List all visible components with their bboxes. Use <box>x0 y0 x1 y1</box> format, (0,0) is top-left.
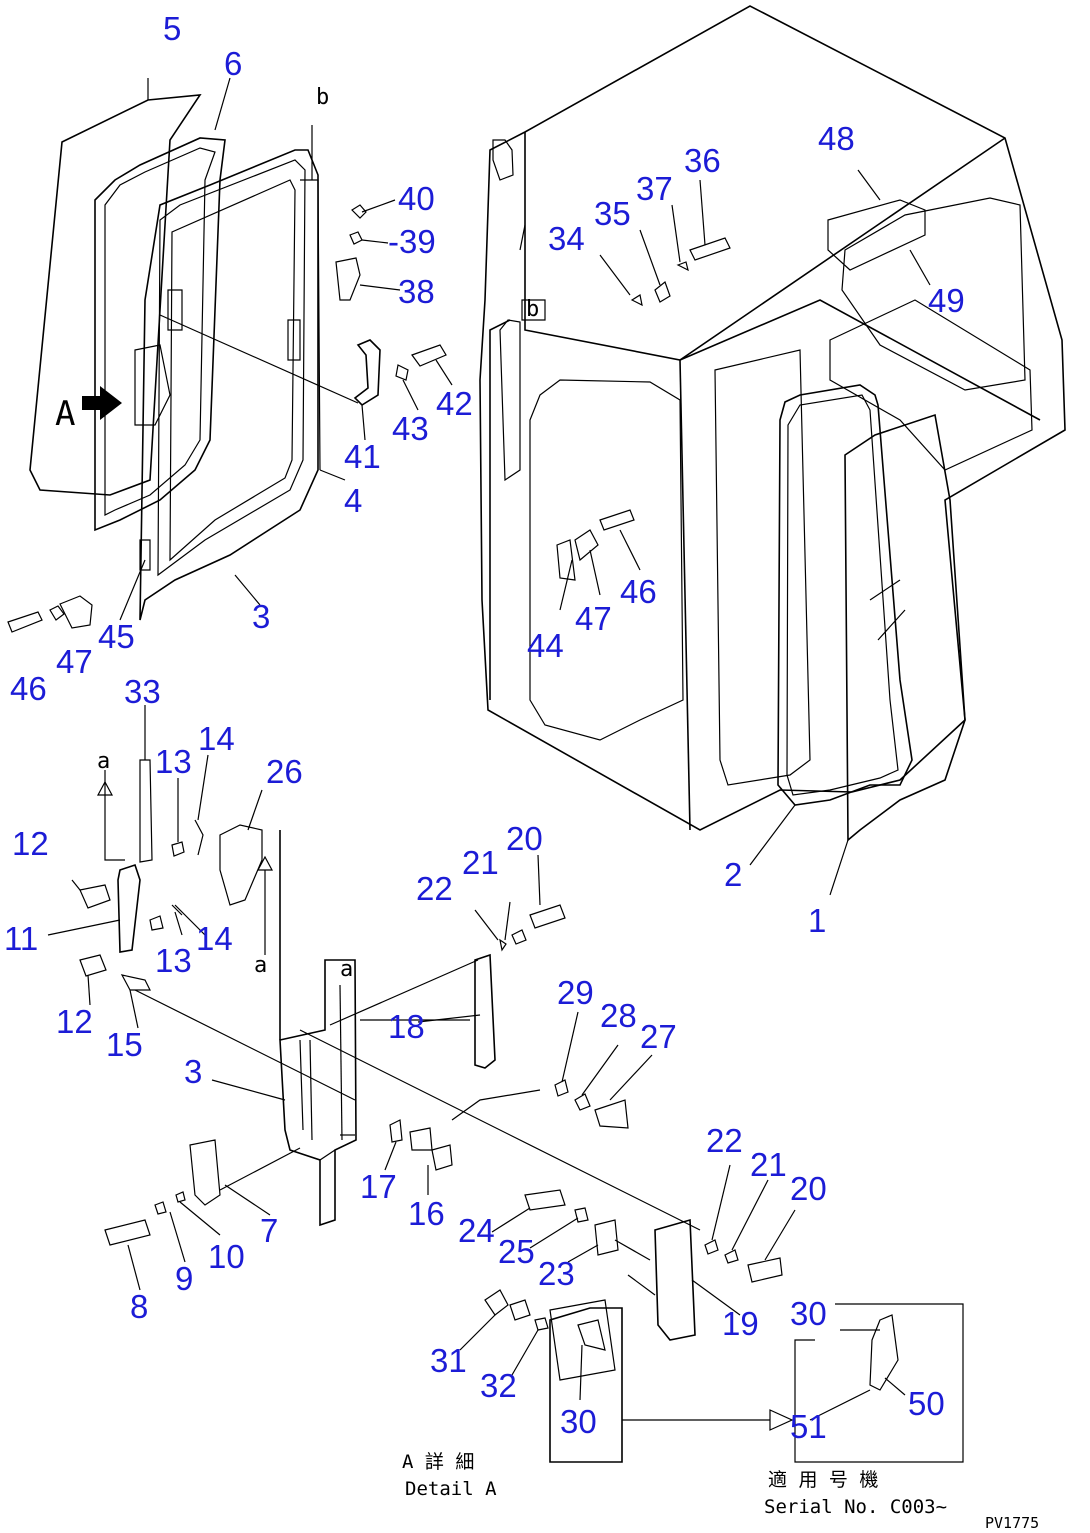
label-27: 27 <box>640 1018 677 1055</box>
label-25: 25 <box>498 1233 535 1270</box>
label-13-bottom: 13 <box>155 942 192 979</box>
part-number-labels: 5 6 40 -39 38 41 43 42 4 3 45 47 46 34 3… <box>4 10 965 1445</box>
label-41: 41 <box>344 438 381 475</box>
label-46-left: 46 <box>10 670 47 707</box>
label-7: 7 <box>260 1212 278 1249</box>
drawing-id: PV1775 <box>985 1514 1039 1532</box>
label-31: 31 <box>430 1342 467 1379</box>
label-12-top: 12 <box>12 825 49 862</box>
label-17: 17 <box>360 1168 397 1205</box>
label-34: 34 <box>548 220 585 257</box>
label-22-top: 22 <box>416 870 453 907</box>
label-22-bottom: 22 <box>706 1122 743 1159</box>
label-42: 42 <box>436 385 473 422</box>
label-24: 24 <box>458 1212 495 1249</box>
ref-a-left: a <box>254 953 267 978</box>
door-assembly <box>29 94 321 621</box>
label-3-detail: 3 <box>184 1053 202 1090</box>
label-32: 32 <box>480 1367 517 1404</box>
label-51: 51 <box>790 1408 827 1445</box>
label-9: 9 <box>175 1260 193 1297</box>
serial-box <box>794 1303 964 1463</box>
label-44: 44 <box>527 627 564 664</box>
label-5: 5 <box>163 10 181 47</box>
serial-caption-jp: 適 用 号 機 <box>768 1469 878 1491</box>
label-26: 26 <box>266 753 303 790</box>
label-48: 48 <box>818 120 855 157</box>
label-35: 35 <box>594 195 631 232</box>
label-21-top: 21 <box>462 844 499 881</box>
label-43: 43 <box>392 410 429 447</box>
label-1: 1 <box>808 902 826 939</box>
captions: A 詳 細 Detail A 適 用 号 機 Serial No. C003~ … <box>402 1451 1039 1532</box>
label-40: 40 <box>398 180 435 217</box>
label-45: 45 <box>98 618 135 655</box>
label-20-bottom: 20 <box>790 1170 827 1207</box>
label-36: 36 <box>684 142 721 179</box>
label-18: 18 <box>388 1008 425 1045</box>
label-30-serial: 30 <box>790 1295 827 1332</box>
leader-lines-upper <box>119 77 931 896</box>
ref-b: b <box>316 85 329 110</box>
detail-caption-jp: A 詳 細 <box>402 1451 474 1473</box>
label-14-bottom: 14 <box>196 920 233 957</box>
label-30-detail: 30 <box>560 1403 597 1440</box>
label-28: 28 <box>600 997 637 1034</box>
ref-a-top: a <box>97 749 110 774</box>
callout-letters: A a a a b b <box>55 85 539 982</box>
label-47-right: 47 <box>575 600 612 637</box>
label-29: 29 <box>557 974 594 1011</box>
label-33: 33 <box>124 673 161 710</box>
ref-a-right: a <box>340 957 353 982</box>
detail-a-arrow <box>82 386 122 420</box>
label-3-top: 3 <box>252 598 270 635</box>
label-38: 38 <box>398 273 435 310</box>
label-2: 2 <box>724 856 742 893</box>
label-23: 23 <box>538 1255 575 1292</box>
serial-caption-en: Serial No. C003~ <box>764 1496 947 1518</box>
detail-caption-en: Detail A <box>405 1478 497 1500</box>
label-10: 10 <box>208 1238 245 1275</box>
ref-b-cab: b <box>526 297 539 322</box>
label-11: 11 <box>4 920 38 957</box>
label-37: 37 <box>636 170 673 207</box>
label-6: 6 <box>224 45 242 82</box>
cab-glass <box>777 384 966 842</box>
label-16: 16 <box>408 1195 445 1232</box>
label-12-bottom: 12 <box>56 1003 93 1040</box>
label-50: 50 <box>908 1385 945 1422</box>
label-15: 15 <box>106 1026 143 1063</box>
label-14-top: 14 <box>198 720 235 757</box>
detail-marker-a: A <box>55 394 75 434</box>
label-46-right: 46 <box>620 573 657 610</box>
label-8: 8 <box>130 1288 148 1325</box>
label-39: -39 <box>388 223 436 260</box>
label-20-top: 20 <box>506 820 543 857</box>
label-13-top: 13 <box>155 743 192 780</box>
label-49: 49 <box>928 282 965 319</box>
label-19: 19 <box>722 1305 759 1342</box>
leader-lines-lower <box>47 705 906 1421</box>
label-4: 4 <box>344 482 362 519</box>
label-47-left: 47 <box>56 643 93 680</box>
label-21-bottom: 21 <box>750 1146 787 1183</box>
cab-body <box>479 5 1066 831</box>
